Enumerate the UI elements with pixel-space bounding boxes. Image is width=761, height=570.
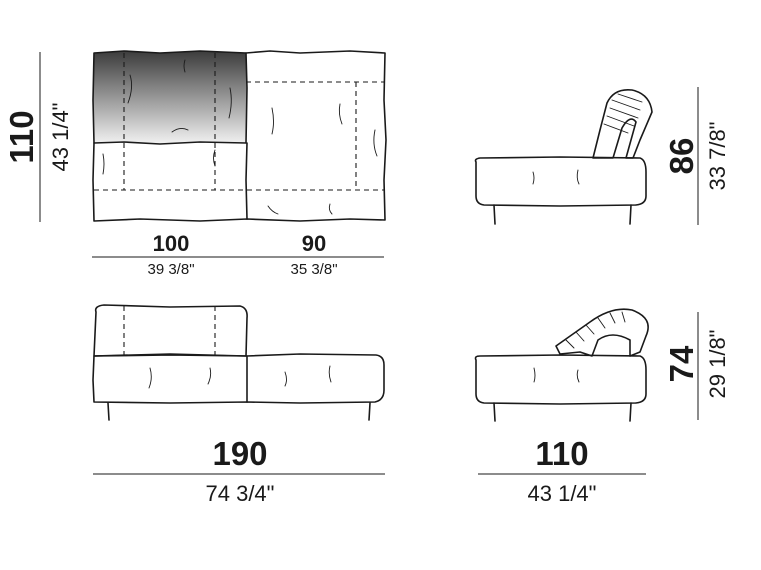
seat-width-in: 39 3/8": [147, 261, 194, 278]
front-view-drawing: [92, 304, 385, 421]
upright-backrest: [592, 88, 653, 159]
chaise-width-cm: 90: [302, 231, 326, 256]
top-view-outline: [92, 50, 387, 222]
total-width-in: 74 3/4": [206, 481, 275, 506]
front-leg-right: [368, 402, 371, 421]
top-depth-in: 43 1/4": [48, 103, 73, 172]
front-view-backrest: [93, 304, 248, 357]
seat-width-cm: 100: [153, 231, 190, 256]
front-view-seat: [92, 353, 385, 404]
upright-leg-front: [493, 204, 496, 225]
top-view-divider: [245, 142, 248, 220]
reclined-seat: [474, 354, 647, 405]
upright-seat: [474, 156, 647, 207]
total-width-cm: 190: [212, 435, 267, 472]
side-depth-cm: 110: [535, 435, 588, 472]
upright-height-in: 33 7/8": [705, 122, 730, 191]
side-view-reclined-drawing: [474, 308, 649, 422]
side-depth-in: 43 1/4": [528, 481, 597, 506]
upright-height-cm: 86: [663, 138, 700, 175]
chaise-width-in: 35 3/8": [290, 261, 337, 278]
side-view-upright-drawing: [474, 88, 653, 225]
top-depth-cm: 110: [3, 110, 40, 163]
front-leg-left: [107, 402, 110, 421]
reclined-height-cm: 74: [663, 345, 700, 382]
top-view-drawing: [92, 50, 387, 222]
reclined-backrest: [555, 308, 649, 357]
top-view-backrest: [92, 50, 248, 145]
upright-leg-back: [629, 204, 632, 225]
reclined-height-in: 29 1/8": [705, 330, 730, 399]
reclined-leg-back: [629, 402, 632, 422]
reclined-leg-front: [493, 402, 496, 422]
